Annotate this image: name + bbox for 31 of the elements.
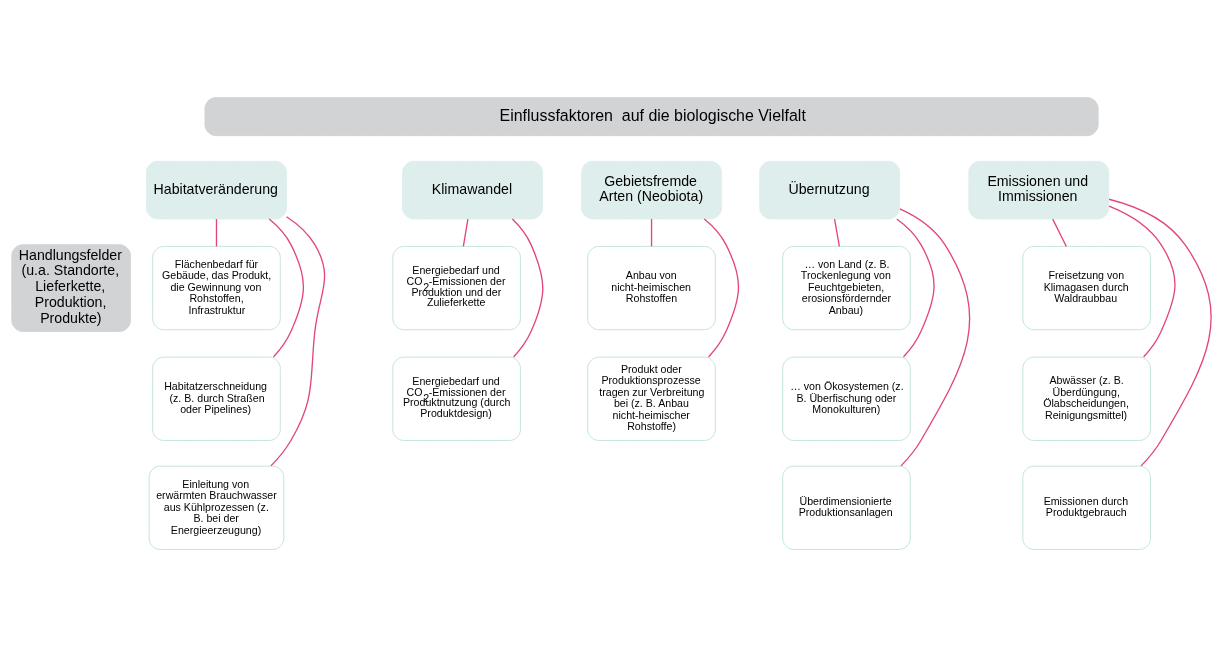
connector	[703, 217, 740, 358]
node-box: … von Ökosystemen (z. B. Überfischung oder Monokulturen)	[782, 356, 911, 441]
node-box: Emissionen durch Produktgebrauch	[1022, 465, 1151, 550]
node-box: Habitatzerschneidung (z. B. durch Straßen oder Pipelines)	[152, 356, 281, 441]
connector	[270, 215, 326, 467]
connector	[650, 217, 653, 247]
node-box: Freisetzung von Klimagasen durch Waldraubbau	[1022, 245, 1151, 330]
node-box: Übernutzung	[759, 160, 901, 219]
connector	[899, 207, 971, 467]
node-box: Habitatveränderung	[146, 160, 287, 219]
connector	[462, 217, 469, 247]
node-box: Anbau von nicht-heimischen Rohstoffen	[587, 245, 716, 330]
node-box: Produkt oder Produktionsprozesse tragen zur Verbreitung bei (z. B. Anbau nicht-heimischer Rohstoffe)	[587, 356, 716, 441]
connector	[1052, 217, 1067, 247]
connector	[268, 217, 305, 358]
connector	[1108, 198, 1212, 467]
connector	[511, 217, 544, 358]
node-box: … von Land (z. B. Trockenlegung von Feuchtgebieten, erosionsfördernder Anbau)	[782, 245, 911, 330]
node-box: Abwässer (z. B. Überdüngung, Ölabscheidungen, Reinigungsmittel)	[1022, 356, 1151, 441]
node-box: Gebietsfremde Arten (Neobiota)	[581, 160, 722, 219]
node-box: Emissionen und Immissionen	[968, 160, 1110, 219]
node-box: Einflussfaktoren auf die biologische Vielfalt	[204, 96, 1099, 136]
node-box: Flächenbedarf für Gebäude, das Produkt, die Gewinnung von Rohstoffen, Infrastruktur	[152, 245, 281, 330]
connector	[896, 217, 935, 358]
node-box: Handlungsfelder (u.a. Standorte, Lieferkette, Produktion, Produkte)	[11, 243, 131, 332]
node-box: Klimawandel	[402, 160, 543, 219]
connector	[1108, 205, 1176, 358]
connector	[833, 217, 840, 247]
connector	[215, 217, 218, 247]
node-box: Überdimensionierte Produktionsanlagen	[782, 465, 911, 550]
node-box: Einleitung von erwärmten Brauchwasser aus Kühlprozessen (z. B. bei der Energieerzeugung)	[148, 465, 285, 550]
